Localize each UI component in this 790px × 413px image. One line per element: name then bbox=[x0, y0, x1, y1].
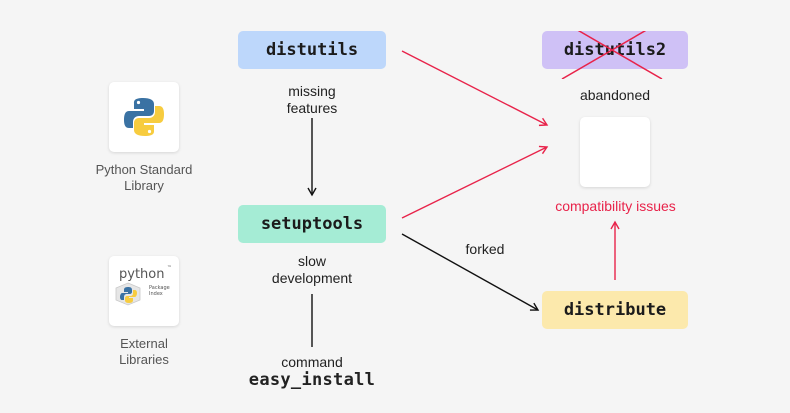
node-distutils: distutils bbox=[238, 31, 386, 69]
node-distribute: distribute bbox=[542, 291, 688, 329]
label-command: command bbox=[281, 354, 343, 370]
pypi-logo-tm: ™ bbox=[167, 265, 172, 271]
label-psl-line1: Python Standard bbox=[95, 162, 193, 177]
arrow-setuptools-to-distribute bbox=[401, 233, 540, 311]
label-slow-development-line1: slow bbox=[297, 253, 326, 269]
label-external-libraries-line2: Libraries bbox=[119, 352, 169, 367]
node-distutils2: distutils2 bbox=[542, 31, 688, 79]
label-external-libraries: External Libraries bbox=[80, 336, 208, 368]
python-standard-library-tile bbox=[109, 82, 179, 152]
label-easy-install: easy_install bbox=[248, 370, 376, 390]
label-abandoned: abandoned bbox=[579, 87, 651, 103]
compatibility-issues-tile bbox=[580, 117, 650, 187]
label-missing-features-line2: features bbox=[286, 100, 338, 116]
external-libraries-tile: python ™ Package Index bbox=[109, 256, 179, 326]
label-external-libraries-line1: External bbox=[120, 336, 168, 351]
pypi-logo-icon: python ™ Package Index bbox=[115, 265, 172, 306]
node-distutils-label: distutils bbox=[265, 40, 359, 60]
arrow-setuptools-to-compat bbox=[401, 145, 549, 219]
node-distribute-label: distribute bbox=[563, 300, 667, 320]
arrow-distutils-to-compat bbox=[401, 50, 549, 127]
pypi-logo-text: python bbox=[119, 267, 164, 282]
label-compatibility-issues: compatibility issues bbox=[555, 198, 676, 214]
python-logo-icon bbox=[124, 98, 164, 136]
strikethrough-cross-icon bbox=[561, 31, 663, 79]
node-setuptools: setuptools bbox=[238, 205, 386, 243]
label-forked: forked bbox=[465, 241, 505, 257]
node-distutils2-label: distutils2 bbox=[563, 40, 667, 60]
label-slow-development: slow development bbox=[247, 253, 377, 287]
label-missing-features: missing features bbox=[262, 83, 362, 117]
label-python-standard-library: Python Standard Library bbox=[80, 162, 208, 194]
pypi-logo-sub-2: Index bbox=[149, 291, 163, 297]
node-setuptools-label: setuptools bbox=[260, 214, 364, 234]
label-slow-development-line2: development bbox=[271, 270, 353, 286]
pypi-logo-sub-1: Package bbox=[149, 285, 170, 291]
label-missing-features-line1: missing bbox=[288, 83, 336, 99]
label-psl-line2: Library bbox=[124, 178, 164, 193]
